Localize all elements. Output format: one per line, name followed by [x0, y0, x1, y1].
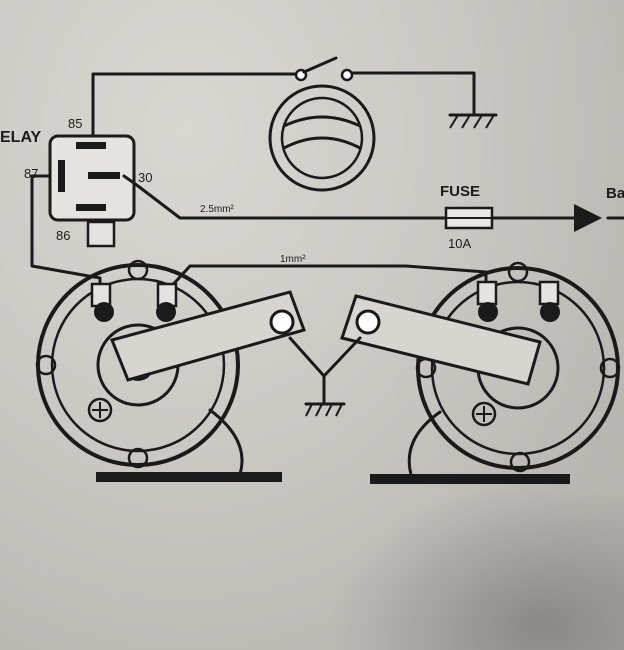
left-horn — [35, 259, 306, 482]
relay-label-85: 85 — [68, 116, 82, 131]
right-horn-rivet-bottom — [509, 451, 531, 473]
left-horn-adjust-screw — [87, 397, 113, 423]
wire-87-to-left-horn — [30, 174, 102, 292]
battery-arrow-icon — [574, 204, 602, 232]
ground-symbol-top — [448, 113, 498, 129]
bracket-ground-wire — [288, 336, 362, 406]
horn-switch-circuit — [91, 56, 498, 138]
right-horn-terminal-2 — [538, 280, 560, 306]
horn-link-gauge: 1mm² — [280, 254, 306, 265]
relay-pin-86 — [76, 204, 106, 211]
left-horn-bracket — [109, 290, 306, 382]
relay-pin-30 — [88, 172, 120, 179]
right-bracket-bolt-hole — [355, 309, 381, 335]
right-horn-foot — [407, 410, 442, 480]
relay-tab — [86, 220, 116, 248]
right-horn-terminal-base-2 — [540, 302, 560, 322]
bracket-ground — [288, 336, 362, 417]
wire-switch-to-ground — [350, 71, 476, 115]
relay-pin-87 — [58, 160, 65, 192]
switch-blade — [302, 56, 338, 74]
left-horn-foot — [208, 408, 244, 476]
right-horn-base — [370, 474, 570, 484]
relay-label-86: 86 — [56, 228, 70, 243]
left-horn-base — [96, 472, 282, 482]
ground-symbol-center-hatch — [305, 403, 343, 417]
left-horn-rivet-top — [127, 259, 149, 281]
wire-left-to-right-horn — [166, 264, 488, 292]
relay-title: ELAY — [0, 129, 42, 146]
main-feed-circuit: 2.5mm² FUSE 10A Ba — [122, 174, 624, 251]
right-horn-terminal-base-1 — [478, 302, 498, 322]
left-horn-terminal-base-2 — [156, 302, 176, 322]
left-horn-rivet-bottom — [127, 447, 149, 469]
switch-contact-right — [340, 68, 354, 82]
right-horn-bracket — [340, 294, 542, 386]
relay-label-30: 30 — [138, 170, 152, 185]
left-bracket-bolt-hole — [269, 309, 295, 335]
relay-pin-85 — [76, 142, 106, 149]
right-horn-rivet-top — [507, 261, 529, 283]
fuse-rating: 10A — [448, 236, 471, 251]
wire-85-to-switch — [91, 72, 300, 138]
wire-30-to-fuse — [122, 174, 448, 220]
paper-shadow — [330, 480, 624, 650]
right-horn-adjust-screw — [471, 401, 497, 427]
relay: ELAY 85 87 30 86 — [0, 116, 152, 248]
horn-button-icon — [268, 84, 376, 192]
right-horn-terminal-1 — [476, 280, 498, 306]
left-horn-rivet-left — [35, 354, 57, 376]
main-wire-gauge: 2.5mm² — [200, 204, 235, 215]
right-horn-rivet-right — [599, 357, 621, 379]
left-horn-terminal-base-1 — [94, 302, 114, 322]
battery-label: Ba — [606, 185, 624, 202]
fuse-label: FUSE — [440, 183, 480, 200]
right-horn — [340, 261, 621, 484]
